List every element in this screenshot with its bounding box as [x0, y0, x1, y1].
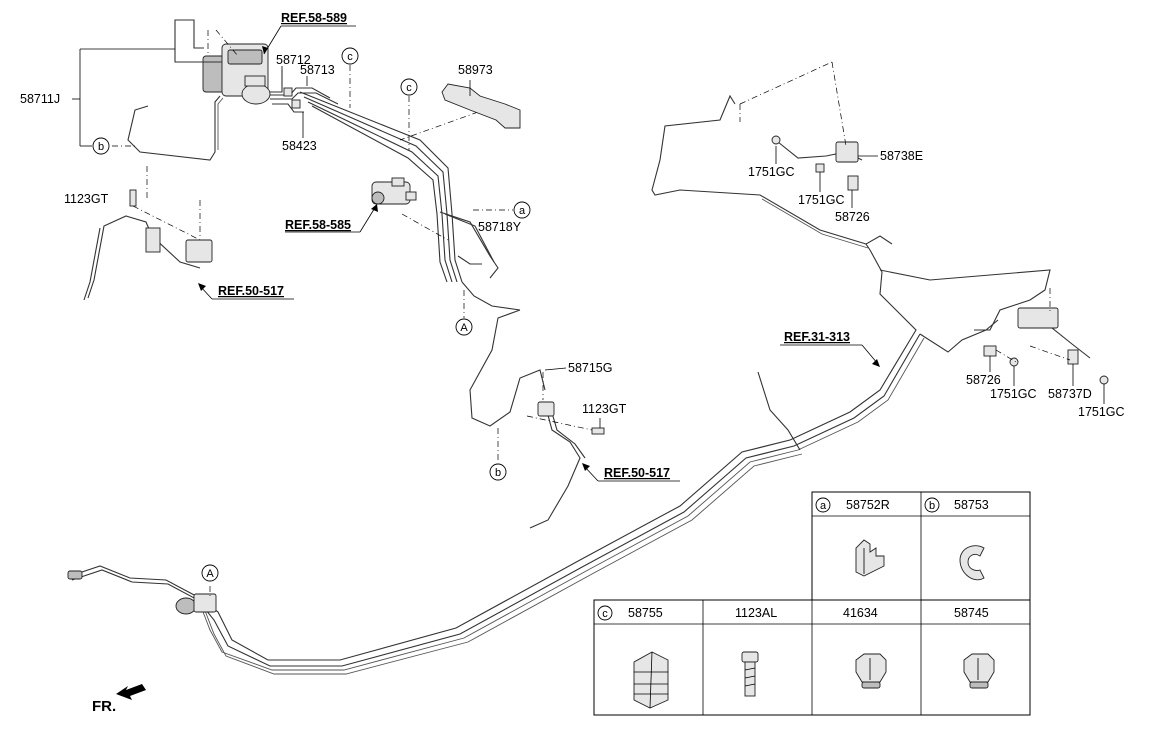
clip-58745-icon [963, 653, 995, 689]
marker-c-2: c [400, 78, 418, 96]
callout-58737D: 58737D [1048, 387, 1092, 401]
front-pipe-bundle [299, 65, 521, 318]
svg-text:c: c [347, 51, 353, 63]
legend-part-58752R: 58752R [846, 498, 890, 512]
bracket-58973 [441, 80, 521, 129]
legend-part-58753: 58753 [954, 498, 989, 512]
abs-hydraulic-unit [202, 43, 271, 105]
clip-58755-icon [633, 651, 669, 709]
legend-part-1123AL: 1123AL [735, 606, 777, 620]
svg-text:b: b [495, 467, 501, 479]
callout-58718Y: 58718Y [478, 220, 522, 234]
callout-58726-1: 58726 [835, 210, 870, 224]
svg-text:A: A [206, 568, 214, 580]
clip-41634-icon [855, 653, 887, 689]
callout-1751GC-2: 1751GC [798, 193, 845, 207]
legend-table: a 58752R b 58753 c 58755 [593, 491, 1031, 716]
front-arrow-icon [116, 684, 146, 700]
legend-cell-c: c 58755 [597, 605, 669, 709]
legend-part-58745: 58745 [954, 606, 989, 620]
part-callouts: REF.58-589 58711J 58712 58713 58423 5897… [20, 11, 1125, 482]
marker-b-mid: b [489, 463, 507, 481]
legend-cell-58745: 58745 [954, 606, 995, 689]
callout-1751GC-3: 1751GC [990, 387, 1037, 401]
callout-ref-58-585: REF.58-585 [285, 218, 351, 232]
clip-58752R-icon [855, 539, 885, 577]
reference-markers: b c c a A b A [92, 47, 531, 582]
callout-1751GC-1: 1751GC [748, 165, 795, 179]
callout-58973: 58973 [458, 63, 493, 77]
svg-text:b: b [929, 500, 935, 512]
legend-cell-1123AL: 1123AL [735, 606, 777, 697]
callout-58713: 58713 [300, 63, 335, 77]
rear-left-brake-hose [469, 309, 605, 529]
callout-1751GC-4: 1751GC [1078, 405, 1125, 419]
legend-cell-a: a 58752R [815, 497, 890, 577]
front-label: FR. [92, 698, 116, 715]
abs-outlet-fittings [270, 66, 339, 138]
marker-A-mid: A [455, 318, 473, 336]
bolt-1123AL-icon [741, 651, 759, 697]
callout-1123GT-mid: 1123GT [582, 402, 627, 416]
marker-a-right: a [513, 201, 531, 219]
marker-b-left: b [92, 137, 110, 155]
callout-ref-58-589: REF.58-589 [281, 11, 347, 25]
svg-text:c: c [406, 82, 412, 94]
proportioning-valve [371, 177, 417, 205]
svg-text:c: c [602, 608, 608, 620]
marker-A-bottom: A [201, 564, 219, 582]
main-rear-brake-lines [69, 94, 1051, 675]
legend-part-58755: 58755 [628, 606, 663, 620]
callout-1123GT-left: 1123GT [64, 192, 109, 206]
callout-ref-50-517-mid: REF.50-517 [604, 466, 670, 480]
svg-text:A: A [460, 322, 468, 334]
callout-58712: 58712 [276, 53, 311, 67]
legend-cell-41634: 41634 [843, 606, 887, 689]
front-left-brake-hose [83, 166, 213, 301]
callout-58726-2: 58726 [966, 373, 1001, 387]
rear-right-lower-hose [983, 288, 1109, 385]
callout-58738E: 58738E [880, 149, 923, 163]
marker-c-1: c [341, 47, 359, 65]
callout-58715G: 58715G [568, 361, 612, 375]
rear-crossover-fitting [67, 570, 217, 615]
legend-cell-b: b 58753 [924, 497, 989, 581]
rear-right-upper-hose [739, 61, 863, 191]
callout-58711J: 58711J [20, 92, 60, 106]
callout-58423: 58423 [282, 139, 317, 153]
svg-text:a: a [519, 205, 526, 217]
abs-front-brake-pipe [72, 19, 239, 161]
front-direction-indicator: FR. [92, 684, 146, 715]
svg-text:b: b [98, 141, 104, 153]
callout-ref-50-517-left: REF.50-517 [218, 284, 284, 298]
callout-ref-31-313: REF.31-313 [784, 330, 850, 344]
legend-part-41634: 41634 [843, 606, 878, 620]
clip-58753-icon [959, 545, 985, 581]
svg-text:a: a [820, 500, 827, 512]
